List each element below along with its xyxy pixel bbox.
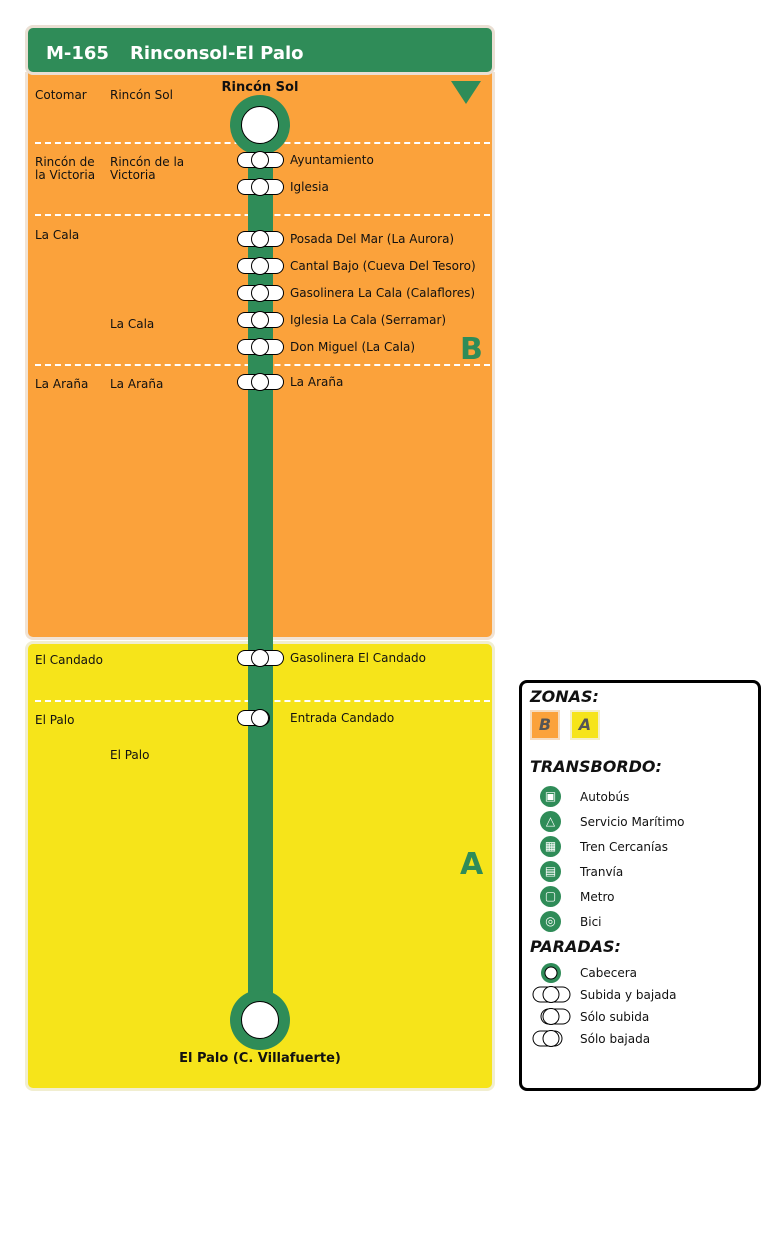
- municipality-label: El Palo: [35, 713, 75, 727]
- route-line: [248, 120, 273, 1020]
- stop-marker: [237, 649, 284, 667]
- ferry-icon: △: [540, 811, 561, 832]
- municipality-label: Cotomar: [35, 88, 87, 102]
- legend-transbordo-label: Tren Cercanías: [580, 840, 668, 854]
- stop-name: Iglesia: [290, 180, 329, 194]
- zone-letter-a: A: [460, 847, 484, 882]
- stop-name: Gasolinera El Candado: [290, 651, 427, 665]
- stop-name: Entrada Candado: [290, 711, 395, 725]
- zone-name-label: La Cala: [110, 317, 155, 331]
- route-code: M-165: [46, 43, 109, 64]
- stop-name: La Araña: [290, 375, 344, 389]
- terminal-start: [230, 95, 290, 155]
- legend-transbordo-label: Tranvía: [580, 865, 624, 879]
- terminal-end: [230, 990, 290, 1050]
- legend-parada-label: Cabecera: [580, 966, 637, 980]
- stop-marker: [237, 151, 284, 169]
- legend-transbordo-title: TRANSBORDO:: [530, 757, 662, 776]
- stop-marker: [237, 311, 284, 329]
- solo-bajada-icon: [532, 1030, 563, 1047]
- legend-transbordo-label: Autobús: [580, 790, 630, 804]
- municipality-label: La Araña: [35, 377, 89, 391]
- stop-marker: [237, 338, 284, 356]
- bus-icon: ▣: [540, 786, 561, 807]
- stop-name: Posada Del Mar (La Aurora): [290, 232, 455, 246]
- bike-icon: ◎: [540, 911, 561, 932]
- legend-transbordo-label: Bici: [580, 915, 602, 929]
- train-icon: ▦: [540, 836, 561, 857]
- cabecera-icon: [541, 963, 561, 983]
- legend-parada-label: Sólo bajada: [580, 1032, 651, 1046]
- zone-letter-b: B: [460, 332, 483, 367]
- stop-name: Don Miguel (La Cala): [290, 340, 416, 354]
- municipality-label: El Candado: [35, 653, 103, 667]
- zone-name-label: El Palo: [110, 748, 150, 762]
- stop-name: Iglesia La Cala (Serramar): [290, 313, 447, 327]
- tram-icon: ▤: [540, 861, 561, 882]
- stop-marker: [237, 373, 284, 391]
- stop-marker: [237, 284, 284, 302]
- zone-name-label: Rincón de la Victoria: [110, 155, 185, 182]
- stop-marker: [237, 257, 284, 275]
- stop-name: Gasolinera La Cala (Calaflores): [290, 286, 476, 300]
- solo-subida-icon: [540, 1008, 571, 1025]
- terminal-start-label: Rincón Sol: [221, 80, 299, 95]
- legend-zonas-title: ZONAS:: [530, 687, 599, 706]
- zone-name-label: Rincón Sol: [110, 88, 173, 102]
- stop-marker: [237, 230, 284, 248]
- route-header: M-165 Rinconsol-El Palo: [25, 25, 495, 75]
- zone-swatch-a: A: [570, 710, 600, 740]
- legend-transbordo-label: Servicio Marítimo: [580, 815, 685, 829]
- municipality-label: La Cala: [35, 228, 80, 242]
- legend-box: ZONAS: B A TRANSBORDO: ▣ Autobús △ Servi…: [519, 680, 761, 1091]
- subida-bajada-icon: [532, 986, 571, 1003]
- stop-marker: [237, 178, 284, 196]
- metro-icon: ▢: [540, 886, 561, 907]
- zone-swatch-b: B: [530, 710, 560, 740]
- terminal-end-label: El Palo (C. Villafuerte): [179, 1051, 341, 1066]
- municipality-label: Rincón de la Victoria: [35, 155, 96, 182]
- zone-name-label: La Araña: [110, 377, 164, 391]
- stop-name: Ayuntamiento: [290, 153, 374, 167]
- stop-name: Cantal Bajo (Cueva Del Tesoro): [290, 259, 476, 273]
- triangle-down-icon: [451, 81, 481, 104]
- legend-parada-label: Subida y bajada: [580, 988, 677, 1002]
- route-name: Rinconsol-El Palo: [130, 43, 304, 64]
- stop-marker: [237, 709, 270, 727]
- legend-paradas-title: PARADAS:: [530, 937, 621, 956]
- legend-transbordo-label: Metro: [580, 890, 615, 904]
- legend-parada-label: Sólo subida: [580, 1010, 650, 1024]
